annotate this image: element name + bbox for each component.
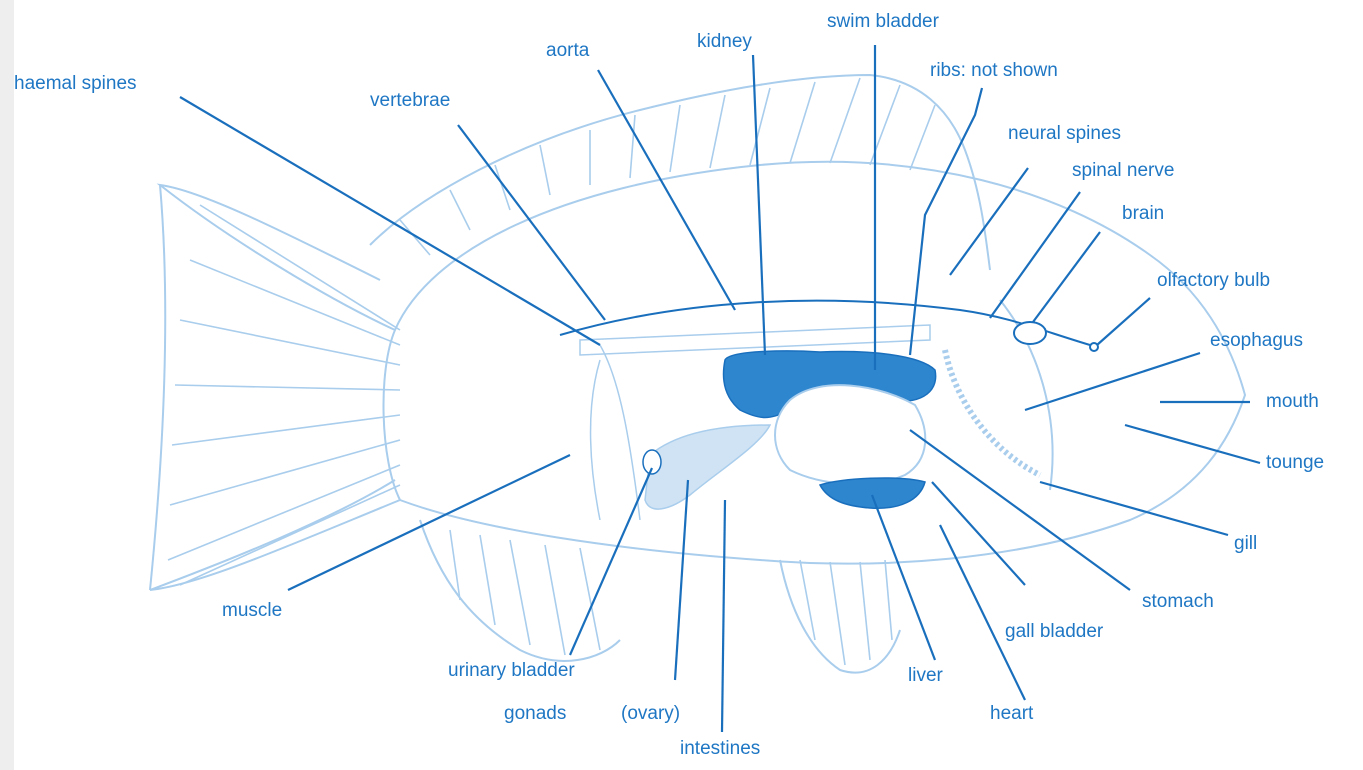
leader-heart [940,525,1025,700]
label-haemal-spines: haemal spines [14,73,137,95]
label-liver: liver [908,665,943,687]
label-muscle: muscle [222,600,282,622]
label-intestines: intestines [680,738,760,760]
label-kidney: kidney [697,31,752,53]
label-vertebrae: vertebrae [370,90,450,112]
label-ribs-not-shown: ribs: not shown [930,60,1058,82]
label-brain: brain [1122,203,1164,225]
leader-tounge [1125,425,1260,463]
leader-stomach [910,430,1130,590]
leader-urinary-bladder [570,468,652,655]
leader-kidney [753,55,765,355]
leader-neural-spines [950,168,1028,275]
leader-intestines [722,500,725,732]
label-ovary: (ovary) [621,703,680,725]
leader-vertebrae [458,125,605,320]
label-spinal-nerve: spinal nerve [1072,160,1174,182]
leader-olfactory-bulb [1097,298,1150,345]
label-gonads: gonads [504,703,566,725]
leader-liver [872,495,935,660]
label-swim-bladder: swim bladder [827,11,939,33]
label-neural-spines: neural spines [1008,123,1121,145]
label-tounge: tounge [1266,452,1324,474]
leader-ribs [910,88,982,355]
label-esophagus: esophagus [1210,330,1303,352]
label-stomach: stomach [1142,591,1214,613]
label-olfactory-bulb: olfactory bulb [1157,270,1270,292]
leader-gill [1040,482,1228,535]
label-heart: heart [990,703,1033,725]
leader-ovary [675,480,688,680]
label-urinary-bladder: urinary bladder [448,660,575,682]
label-aorta: aorta [546,40,589,62]
leader-spinal-nerve [990,192,1080,318]
label-gall-bladder: gall bladder [1005,621,1103,643]
label-mouth: mouth [1266,391,1319,413]
leader-aorta [598,70,735,310]
label-gill: gill [1234,533,1257,555]
leader-gall-bladder [932,482,1025,585]
leader-muscle [288,455,570,590]
leader-haemal-spines [180,97,600,345]
